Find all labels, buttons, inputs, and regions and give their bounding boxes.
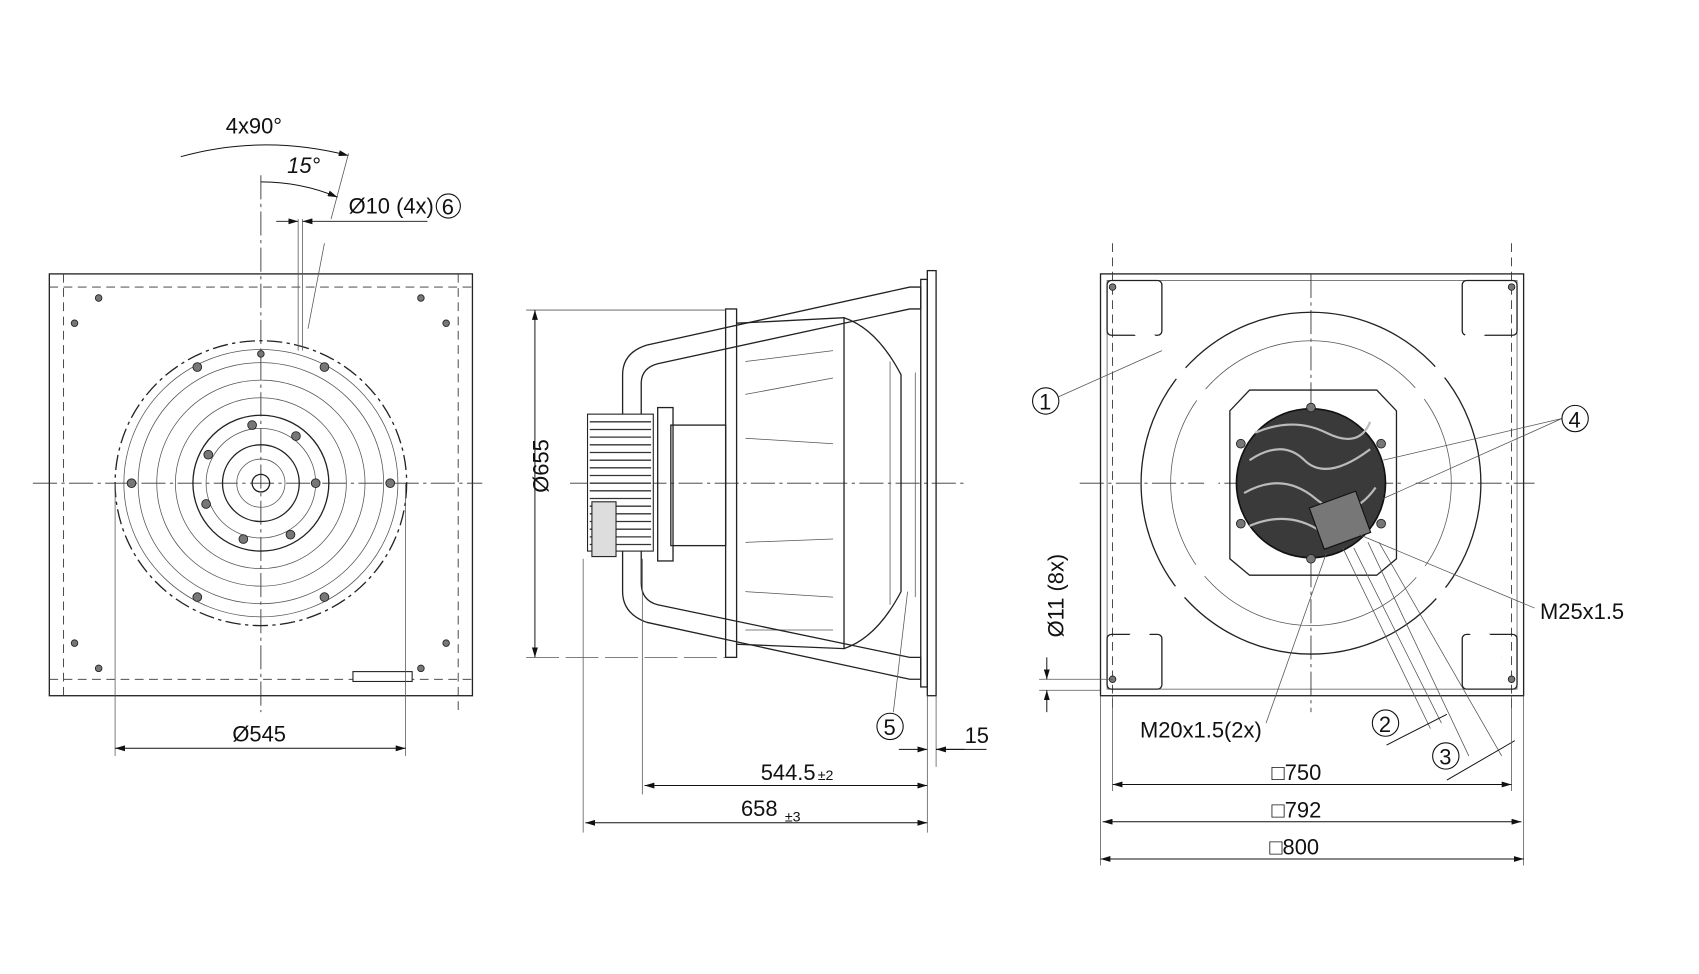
- angle-offset-label: 15°: [287, 153, 320, 178]
- nameplate: [352, 671, 413, 683]
- side-view: Ø655 5 15 544.5 ±2 658 ±3: [526, 269, 989, 833]
- length-total-label: 658: [741, 796, 778, 821]
- motor-heatsink: [586, 413, 654, 558]
- length-inner-label: 544.5: [761, 760, 816, 785]
- flange-thickness-label: 15: [965, 723, 989, 748]
- callout-5: 5: [883, 715, 895, 740]
- square-800-label: □800: [1269, 835, 1319, 860]
- mounting-bolts: [70, 294, 450, 673]
- length-inner-tolerance: ±2: [818, 768, 834, 784]
- rear-view: 1 4 M25x1.5 M20x1.5(2x) 2 3 Ø11 (8x) □75…: [1032, 243, 1624, 866]
- hole-diameter-label: Ø10 (4x): [349, 194, 434, 219]
- angle-pattern-label: 4x90°: [226, 114, 282, 139]
- inlet-diameter-label: Ø545: [232, 722, 286, 747]
- impeller-diameter-label: Ø655: [528, 439, 553, 493]
- callout-4: 4: [1569, 407, 1581, 432]
- callout-1: 1: [1039, 390, 1051, 415]
- front-view: 4x90° 15° Ø10 (4x) 6 Ø545: [32, 114, 483, 756]
- callout-3: 3: [1439, 745, 1451, 770]
- square-792-label: □792: [1272, 797, 1322, 822]
- support-tubes: [1112, 301, 1507, 663]
- cable-gland-m25-label: M25x1.5: [1540, 599, 1624, 624]
- mount-holes-label: Ø11 (8x): [1044, 554, 1069, 638]
- square-750-label: □750: [1272, 760, 1322, 785]
- callout-6: 6: [442, 195, 454, 220]
- callout-2: 2: [1379, 712, 1391, 737]
- motor-heatsink-rear: [1235, 407, 1387, 559]
- cable-gland-m20-label: M20x1.5(2x): [1140, 717, 1262, 742]
- length-total-tolerance: ±3: [785, 810, 801, 826]
